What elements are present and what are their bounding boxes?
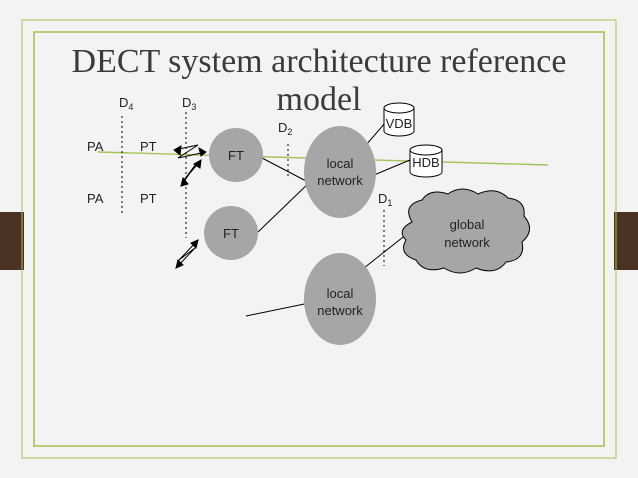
external-to-local-network-bottom-link — [245, 301, 315, 317]
hdb-label: HDB — [412, 155, 439, 170]
radio-link-bottom-icon — [175, 239, 199, 269]
local-network-top-label-line2: network — [317, 173, 363, 188]
interface-d2-label: D2 — [278, 120, 292, 137]
ft-top-node — [209, 128, 263, 182]
pa-bottom-label: PA — [87, 191, 104, 206]
local-network-bottom-label-line2: network — [317, 303, 363, 318]
inner-frame — [33, 31, 605, 447]
ft-top-to-local-network-link — [261, 157, 309, 183]
ft-bottom-node — [204, 206, 258, 260]
radio-link-middle-icon — [180, 159, 202, 187]
vdb-database-icon — [383, 102, 415, 137]
local-network-to-hdb-link — [373, 159, 411, 176]
local-network-bottom-node — [304, 253, 376, 345]
interface-d3-label: D3 — [182, 95, 196, 112]
local-network-top-label-line1: local — [327, 156, 354, 171]
interface-d4-label: D4 — [119, 95, 133, 112]
outer-frame — [21, 19, 617, 459]
global-network-label-line1: global — [450, 217, 485, 232]
pa-top-label: PA — [87, 139, 104, 154]
slide-title-line2: model — [277, 81, 362, 118]
local-network-bottom-label-line1: local — [327, 286, 354, 301]
interface-d1-label: D1 — [378, 191, 392, 208]
vdb-label: VDB — [386, 116, 413, 131]
global-network-label-line2: network — [444, 235, 490, 250]
right-side-block — [614, 212, 638, 270]
pt-top-label: PT — [140, 139, 157, 154]
radio-link-top-icon — [173, 144, 207, 159]
ft-bottom-to-local-network-link — [257, 179, 313, 233]
local-network-top-node — [304, 126, 376, 218]
global-network-cloud-icon — [401, 188, 530, 274]
ft-bottom-label: FT — [223, 226, 239, 241]
pt-bottom-label: PT — [140, 191, 157, 206]
ft-top-label: FT — [228, 148, 244, 163]
left-side-block — [0, 212, 24, 270]
hdb-database-icon — [409, 144, 443, 178]
slide-title-line1: DECT system architecture reference — [72, 43, 567, 80]
